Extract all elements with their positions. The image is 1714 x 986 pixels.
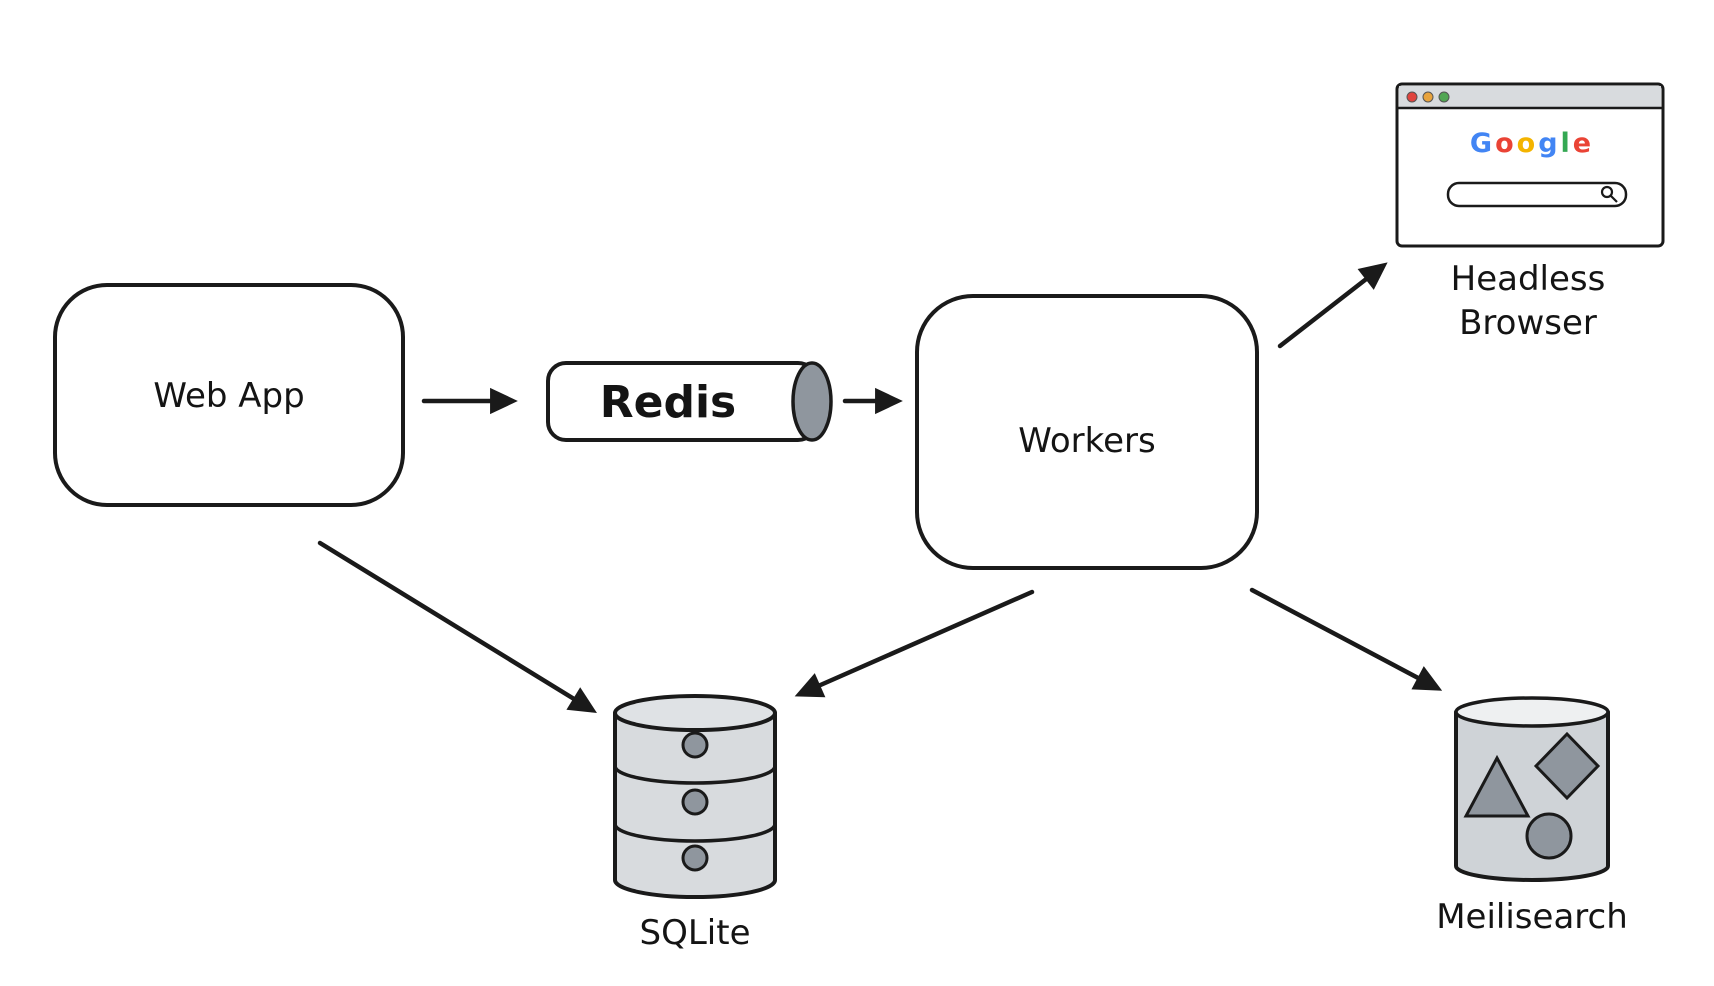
sqlite-divider-top: [613, 765, 777, 785]
google-letter: o: [1517, 128, 1539, 159]
node-redis: Redis: [546, 361, 833, 442]
workers-label: Workers: [1018, 421, 1156, 461]
node-meilisearch: Meilisearch: [1436, 696, 1628, 937]
sqlite-disk-dot-1: [681, 731, 709, 759]
google-letter: G: [1470, 128, 1495, 159]
browser-search-box: [1446, 181, 1628, 208]
headless-browser-label-line2: Browser: [1459, 303, 1597, 343]
arrow-webapp-to-sqlite: [317, 540, 597, 714]
arrow-workers-to-meilisearch: [1249, 587, 1443, 691]
google-letter: o: [1495, 128, 1517, 159]
meilisearch-diamond-icon: [1533, 731, 1601, 801]
meilisearch-circle-icon: [1525, 812, 1573, 860]
meilisearch-bucket-top: [1454, 696, 1610, 728]
traffic-light-minimize-icon: [1422, 91, 1434, 103]
workers-box: [915, 294, 1259, 570]
redis-label: Redis: [600, 377, 737, 428]
meilisearch-label: Meilisearch: [1436, 897, 1628, 937]
traffic-light-zoom-icon: [1438, 91, 1450, 103]
sqlite-disk-dot-2: [681, 788, 709, 816]
redis-cylinder-cap: [791, 361, 833, 442]
sqlite-cylinder-top: [613, 694, 777, 732]
traffic-light-close-icon: [1406, 91, 1418, 103]
web-app-label: Web App: [153, 376, 304, 416]
arrow-workers-to-browser: [1277, 262, 1388, 349]
google-letter: l: [1561, 128, 1573, 159]
web-app-box: [53, 283, 405, 507]
magnifier-lens: [1600, 185, 1614, 199]
sqlite-divider-bottom: [613, 823, 777, 843]
magnifier-handle: [1610, 195, 1618, 203]
arrow-workers-to-sqlite: [794, 589, 1035, 698]
sqlite-disk-dot-3: [681, 844, 709, 872]
google-letter: g: [1538, 128, 1560, 159]
node-web-app: Web App: [53, 283, 405, 507]
node-sqlite: SQLite: [613, 694, 777, 953]
browser-titlebar: [1399, 86, 1661, 108]
magnifier-icon: [1600, 185, 1618, 203]
node-workers: Workers: [915, 294, 1259, 570]
node-headless-browser: Google Headless Browser: [1395, 82, 1665, 343]
google-logo: Google: [1470, 128, 1594, 159]
sqlite-label: SQLite: [640, 913, 751, 953]
meilisearch-triangle-icon: [1463, 754, 1531, 818]
google-letter: e: [1573, 128, 1594, 159]
headless-browser-label-line1: Headless: [1451, 259, 1606, 299]
